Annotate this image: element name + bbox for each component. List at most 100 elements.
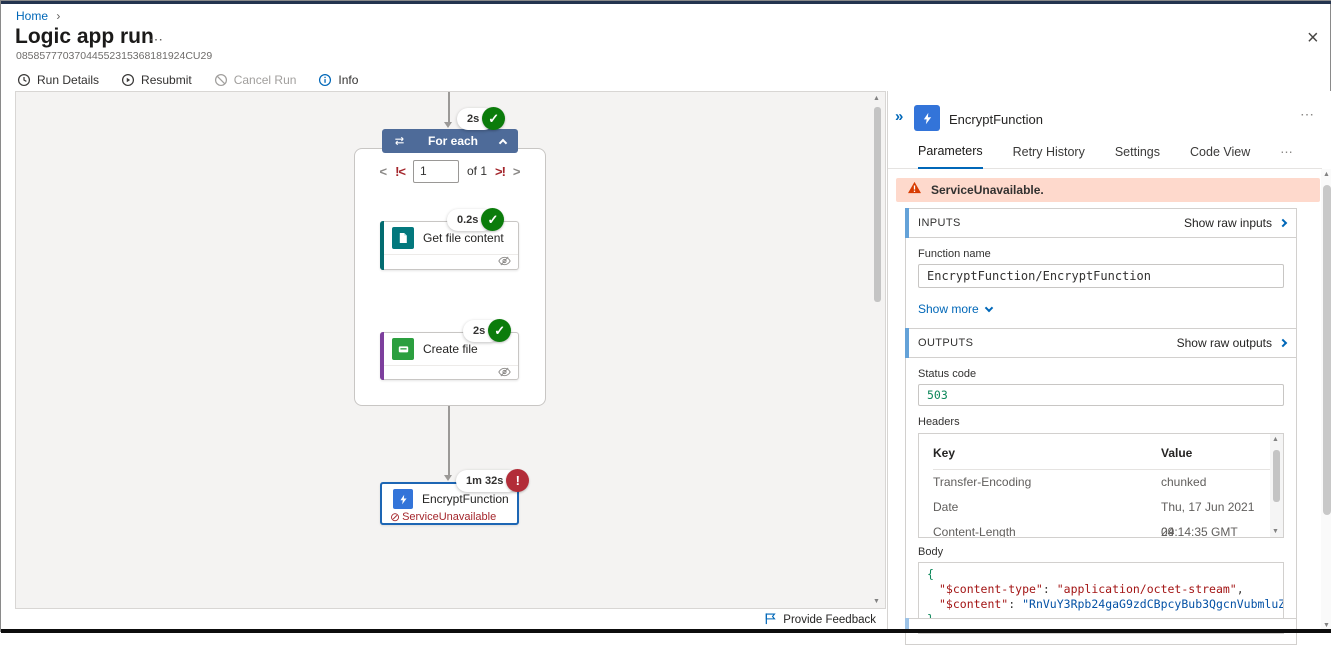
run-details-button[interactable]: Run Details: [17, 73, 99, 87]
tab-parameters[interactable]: Parameters: [918, 144, 983, 169]
error-slash-icon: ⊘: [390, 509, 401, 524]
step-label: EncryptFunction: [422, 492, 509, 506]
headers-table: Key Value Transfer-Encoding chunked Date…: [918, 433, 1284, 538]
secure-eye-off-icon[interactable]: [498, 364, 511, 382]
connector-line: [448, 406, 450, 476]
connector-accent: [380, 221, 384, 270]
function-name-label: Function name: [918, 248, 991, 260]
connector-arrowhead: [444, 475, 452, 481]
section-accent: [905, 208, 909, 238]
table-row: Date Thu, 17 Jun 2021 04:14:35 GMT: [933, 500, 1255, 538]
success-check-icon: ✓: [488, 319, 512, 342]
panel-more-icon[interactable]: ⋯: [1300, 106, 1315, 122]
function-name-value[interactable]: EncryptFunction/EncryptFunction: [918, 264, 1284, 288]
success-check-icon: ✓: [481, 208, 505, 231]
scroll-up-icon[interactable]: ▲: [873, 95, 880, 102]
inputs-section: INPUTS Show raw inputs Function name Enc…: [905, 208, 1297, 331]
step-get-file-content[interactable]: Get file content: [380, 221, 519, 270]
panel-scrollbar[interactable]: ▲ ▼: [1321, 169, 1331, 633]
run-id: 08585777037044552315368181924CU29: [16, 50, 213, 62]
scroll-down-icon[interactable]: ▼: [873, 598, 880, 605]
table-scrollbar[interactable]: ▲ ▼: [1270, 434, 1283, 537]
show-raw-inputs-link[interactable]: Show raw inputs: [1184, 216, 1288, 230]
canvas-scrollbar[interactable]: ▲ ▼: [871, 93, 884, 607]
collapse-panel-icon[interactable]: »: [895, 108, 904, 125]
tab-more-icon[interactable]: ⋯: [1280, 145, 1293, 159]
status-code-label: Status code: [918, 368, 977, 380]
error-banner-text: ServiceUnavailable.: [931, 183, 1044, 197]
headers-table-header: Key Value: [933, 434, 1283, 470]
window-top-border: [1, 1, 1331, 4]
scroll-up-icon[interactable]: ▲: [1272, 436, 1279, 443]
connector-line: [448, 92, 450, 123]
page-number-input[interactable]: [412, 159, 459, 183]
create-file-status-badge: 2s ✓: [463, 319, 512, 342]
get-file-status-badge: 0.2s ✓: [447, 208, 505, 231]
page-title: Logic app run: [15, 25, 154, 48]
step-label: Get file content: [423, 231, 504, 245]
provide-feedback-link[interactable]: Provide Feedback: [764, 612, 876, 628]
window-bottom-border: [1, 629, 1331, 633]
step-label: Create file: [423, 342, 478, 356]
cancel-run-button: Cancel Run: [214, 73, 296, 87]
table-row: Transfer-Encoding chunked: [933, 475, 1207, 489]
inputs-heading: INPUTS: [918, 217, 961, 229]
scroll-up-icon[interactable]: ▲: [1323, 171, 1330, 178]
step-error-text: ServiceUnavailable: [402, 511, 497, 523]
tab-settings[interactable]: Settings: [1114, 145, 1161, 159]
run-details-panel: » EncryptFunction ⋯ Parameters Retry His…: [887, 91, 1331, 645]
chevron-right-icon: [1278, 218, 1288, 228]
failure-exclamation-icon: !: [506, 469, 530, 492]
canvas-scrollbar-thumb[interactable]: [874, 107, 881, 302]
step-error: ⊘ ServiceUnavailable: [382, 511, 517, 528]
page-prev-icon[interactable]: <: [379, 163, 388, 179]
connector-arrowhead: [444, 122, 452, 128]
foreach-status-badge: 2s ✓: [457, 107, 506, 130]
section-accent: [905, 618, 909, 633]
canvas-footer: Provide Feedback: [15, 609, 886, 630]
panel-title: EncryptFunction: [949, 112, 1043, 127]
error-banner: ServiceUnavailable.: [896, 178, 1320, 202]
onedrive-icon: [392, 338, 414, 360]
chevron-right-icon: [1278, 338, 1288, 348]
azure-function-icon: [393, 489, 413, 509]
scroll-down-icon[interactable]: ▼: [1323, 622, 1330, 629]
section-accent: [905, 328, 909, 358]
title-more-icon[interactable]: ⋯: [149, 31, 164, 47]
page-prev-failed-icon[interactable]: !<: [395, 163, 406, 179]
foreach-label: For each: [427, 134, 478, 148]
step-footer: [381, 365, 518, 380]
breadcrumb-home-link[interactable]: Home: [16, 9, 49, 23]
panel-scrollbar-thumb[interactable]: [1323, 185, 1331, 515]
encrypt-function-duration: 1m 32s: [456, 469, 520, 492]
info-icon: [318, 73, 332, 87]
page-next-icon[interactable]: >: [512, 163, 521, 179]
page-next-failed-icon[interactable]: >!: [495, 163, 506, 179]
resubmit-button[interactable]: Resubmit: [121, 73, 192, 87]
warning-triangle-icon: [907, 181, 922, 199]
success-check-icon: ✓: [482, 107, 506, 130]
collapse-chevron-up-icon[interactable]: [498, 138, 508, 147]
show-more-link[interactable]: Show more: [918, 302, 1284, 316]
foreach-pagination: < !< of 1 >! >: [354, 156, 546, 186]
close-icon[interactable]: ×: [1307, 27, 1319, 49]
resubmit-play-icon: [121, 73, 135, 87]
history-clock-icon: [17, 73, 31, 87]
azure-function-icon: [914, 105, 940, 131]
tab-retry-history[interactable]: Retry History: [1012, 145, 1085, 159]
foreach-header[interactable]: For each: [382, 129, 518, 153]
tab-code-view[interactable]: Code View: [1190, 145, 1251, 159]
scroll-down-icon[interactable]: ▼: [1272, 528, 1279, 535]
chevron-down-icon: [984, 303, 993, 312]
outputs-heading: OUTPUTS: [918, 337, 974, 349]
info-button[interactable]: Info: [318, 73, 358, 87]
secure-eye-off-icon[interactable]: [498, 253, 511, 271]
col-value: Value: [1161, 446, 1193, 460]
prohibited-icon: [214, 73, 228, 87]
table-scrollbar-thumb[interactable]: [1273, 450, 1280, 502]
breadcrumb: Home ›: [16, 9, 60, 23]
step-footer: [381, 254, 518, 269]
show-raw-outputs-link[interactable]: Show raw outputs: [1177, 336, 1288, 350]
designer-canvas[interactable]: 2s ✓ For each < !< of 1 >! > 0.2s ✓ Get …: [15, 91, 886, 609]
encrypt-function-status-badge: 1m 32s !: [456, 469, 530, 492]
